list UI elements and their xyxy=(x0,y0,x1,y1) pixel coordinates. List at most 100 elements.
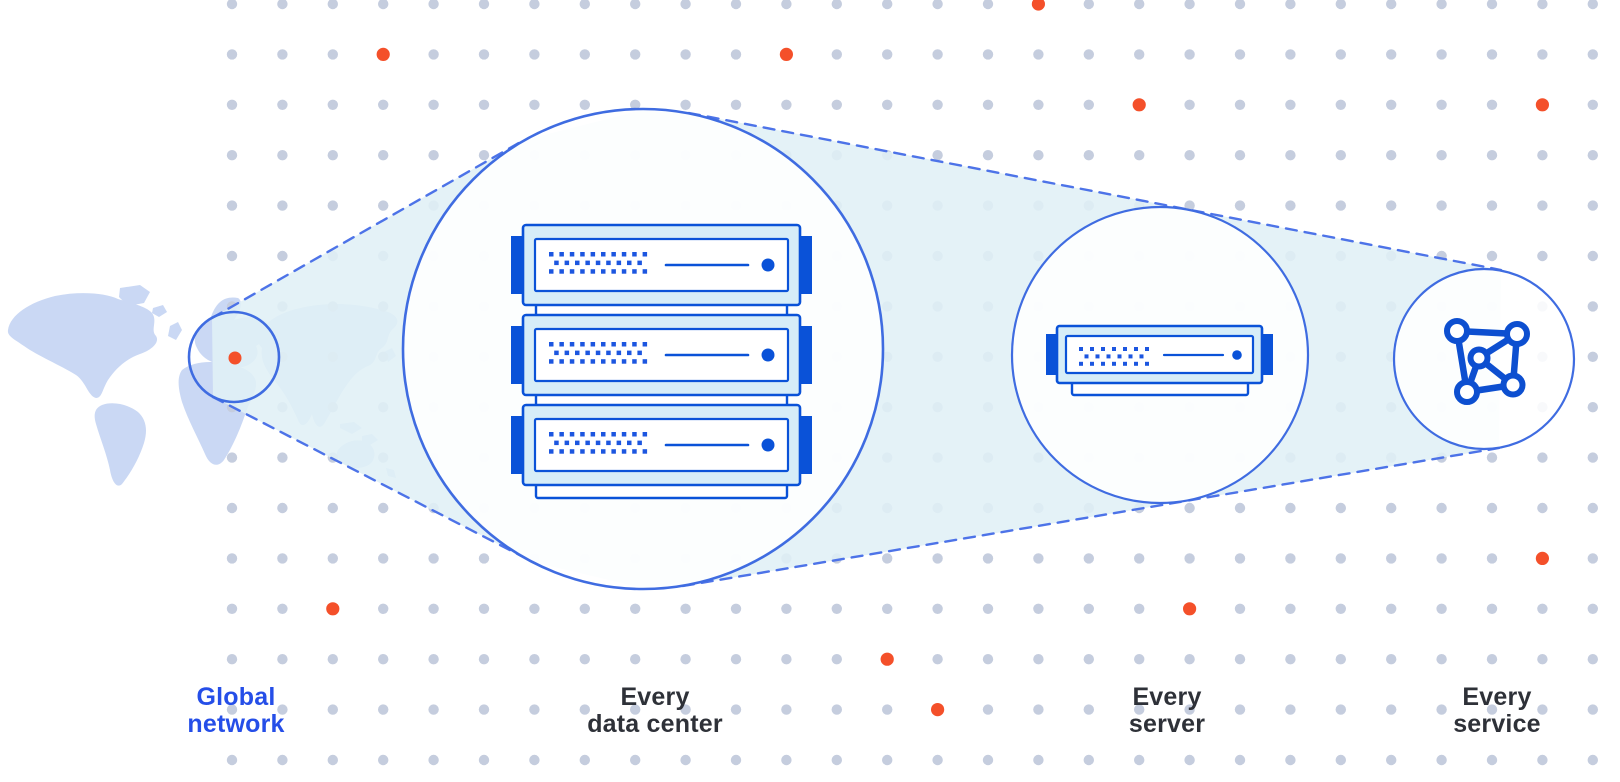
grid-dot xyxy=(680,603,691,614)
grid-dot xyxy=(831,654,842,665)
grid-dot xyxy=(1033,754,1044,766)
data-center-rack xyxy=(511,223,812,500)
grid-dot xyxy=(1587,654,1599,665)
grid-dot xyxy=(1335,99,1347,111)
server-right-tab xyxy=(1261,334,1273,375)
grid-dot xyxy=(730,603,742,614)
grid-dot xyxy=(630,49,641,60)
grid-dot xyxy=(428,49,439,60)
vent-dot xyxy=(595,350,601,356)
vent-dot xyxy=(1084,354,1089,359)
vent-dot xyxy=(569,269,575,274)
grid-dot xyxy=(1486,553,1498,564)
grid-dot xyxy=(378,150,389,161)
vent-dot xyxy=(632,449,637,454)
grid-dot xyxy=(882,0,893,10)
grid-dot xyxy=(1537,250,1548,262)
grid-dot xyxy=(1083,150,1095,161)
grid-dot xyxy=(1486,0,1498,10)
grid-dot xyxy=(1486,452,1498,463)
vent-dot xyxy=(1101,347,1105,351)
mesh-node xyxy=(1500,372,1526,398)
dashed-line xyxy=(687,111,1503,272)
vent-dot xyxy=(601,342,606,347)
grid-dot xyxy=(1486,704,1498,715)
grid-dot xyxy=(1285,502,1296,514)
vent-dot xyxy=(590,449,596,454)
grid-dot xyxy=(1436,502,1447,514)
grid-dot xyxy=(1184,553,1195,564)
grid-dot xyxy=(1587,301,1599,312)
mesh-node xyxy=(1454,379,1480,405)
grid-dot xyxy=(277,49,288,60)
grid-dot xyxy=(1436,99,1447,111)
grid-dot xyxy=(478,603,490,614)
continent-shape xyxy=(152,305,167,317)
grid-dot xyxy=(1033,150,1044,161)
vent-dot xyxy=(611,359,616,364)
server-right-tab xyxy=(799,416,812,474)
dashed-line xyxy=(681,446,1501,588)
grid-dot xyxy=(1184,704,1195,715)
grid-dot xyxy=(1234,754,1246,766)
grid-dot xyxy=(478,49,490,60)
grid-dot xyxy=(982,704,994,715)
vent-dot xyxy=(559,342,564,347)
grid-dot xyxy=(378,603,389,614)
grid-dot xyxy=(1234,654,1246,665)
vent-dot xyxy=(569,432,575,437)
grid-dot xyxy=(1184,654,1195,665)
grid-dot xyxy=(428,754,439,766)
vent-dot xyxy=(642,252,648,257)
accent-dot xyxy=(880,652,894,666)
vent-dot xyxy=(1112,347,1116,351)
vent-dot xyxy=(1090,361,1094,366)
grid-dot xyxy=(1335,0,1346,10)
grid-dot xyxy=(1587,402,1599,413)
vent-dot xyxy=(1101,361,1105,366)
server-led xyxy=(761,438,775,452)
vent-dot xyxy=(549,432,554,437)
vent-dot xyxy=(585,260,590,266)
grid-dot xyxy=(226,754,238,766)
vent-dot xyxy=(559,269,564,274)
accent-dot xyxy=(1132,98,1146,112)
vent-dot xyxy=(569,252,575,257)
grid-dot xyxy=(630,754,641,766)
vent-dot xyxy=(627,350,632,356)
grid-dot xyxy=(1033,99,1044,111)
vent-dot xyxy=(611,252,616,257)
dashed-line xyxy=(210,138,526,320)
label-line: service xyxy=(1453,710,1541,738)
grid-dot xyxy=(277,250,288,262)
vent-dot xyxy=(621,252,627,257)
grid-dot xyxy=(1285,654,1296,665)
server-faceplate xyxy=(533,417,790,473)
grid-dot xyxy=(579,603,590,614)
grid-dot xyxy=(1335,603,1347,614)
grid-dot xyxy=(1436,49,1447,60)
label-every-data-center: Every data center xyxy=(587,684,723,738)
mesh-node xyxy=(1467,346,1491,370)
grid-dot xyxy=(982,99,994,111)
grid-dot xyxy=(327,150,338,161)
grid-dot xyxy=(1436,603,1447,614)
grid-dot xyxy=(882,754,893,766)
grid-dot xyxy=(1436,704,1447,715)
vent-dot xyxy=(1090,347,1094,351)
grid-dot xyxy=(378,654,389,665)
vent-dot xyxy=(637,440,642,446)
vent-dot xyxy=(1145,347,1149,351)
vent-dot xyxy=(580,342,585,347)
grid-dot xyxy=(932,654,943,665)
vent-dot xyxy=(637,350,642,356)
grid-dot xyxy=(1033,603,1044,614)
vent-dot xyxy=(1134,361,1138,366)
grid-dot xyxy=(781,603,792,614)
grid-dot xyxy=(1436,553,1447,564)
grid-dot xyxy=(982,0,994,10)
accent-dot xyxy=(1535,98,1549,112)
vent-dot xyxy=(549,269,554,274)
vent-dot xyxy=(1079,347,1083,351)
grid-dot xyxy=(1537,754,1548,766)
